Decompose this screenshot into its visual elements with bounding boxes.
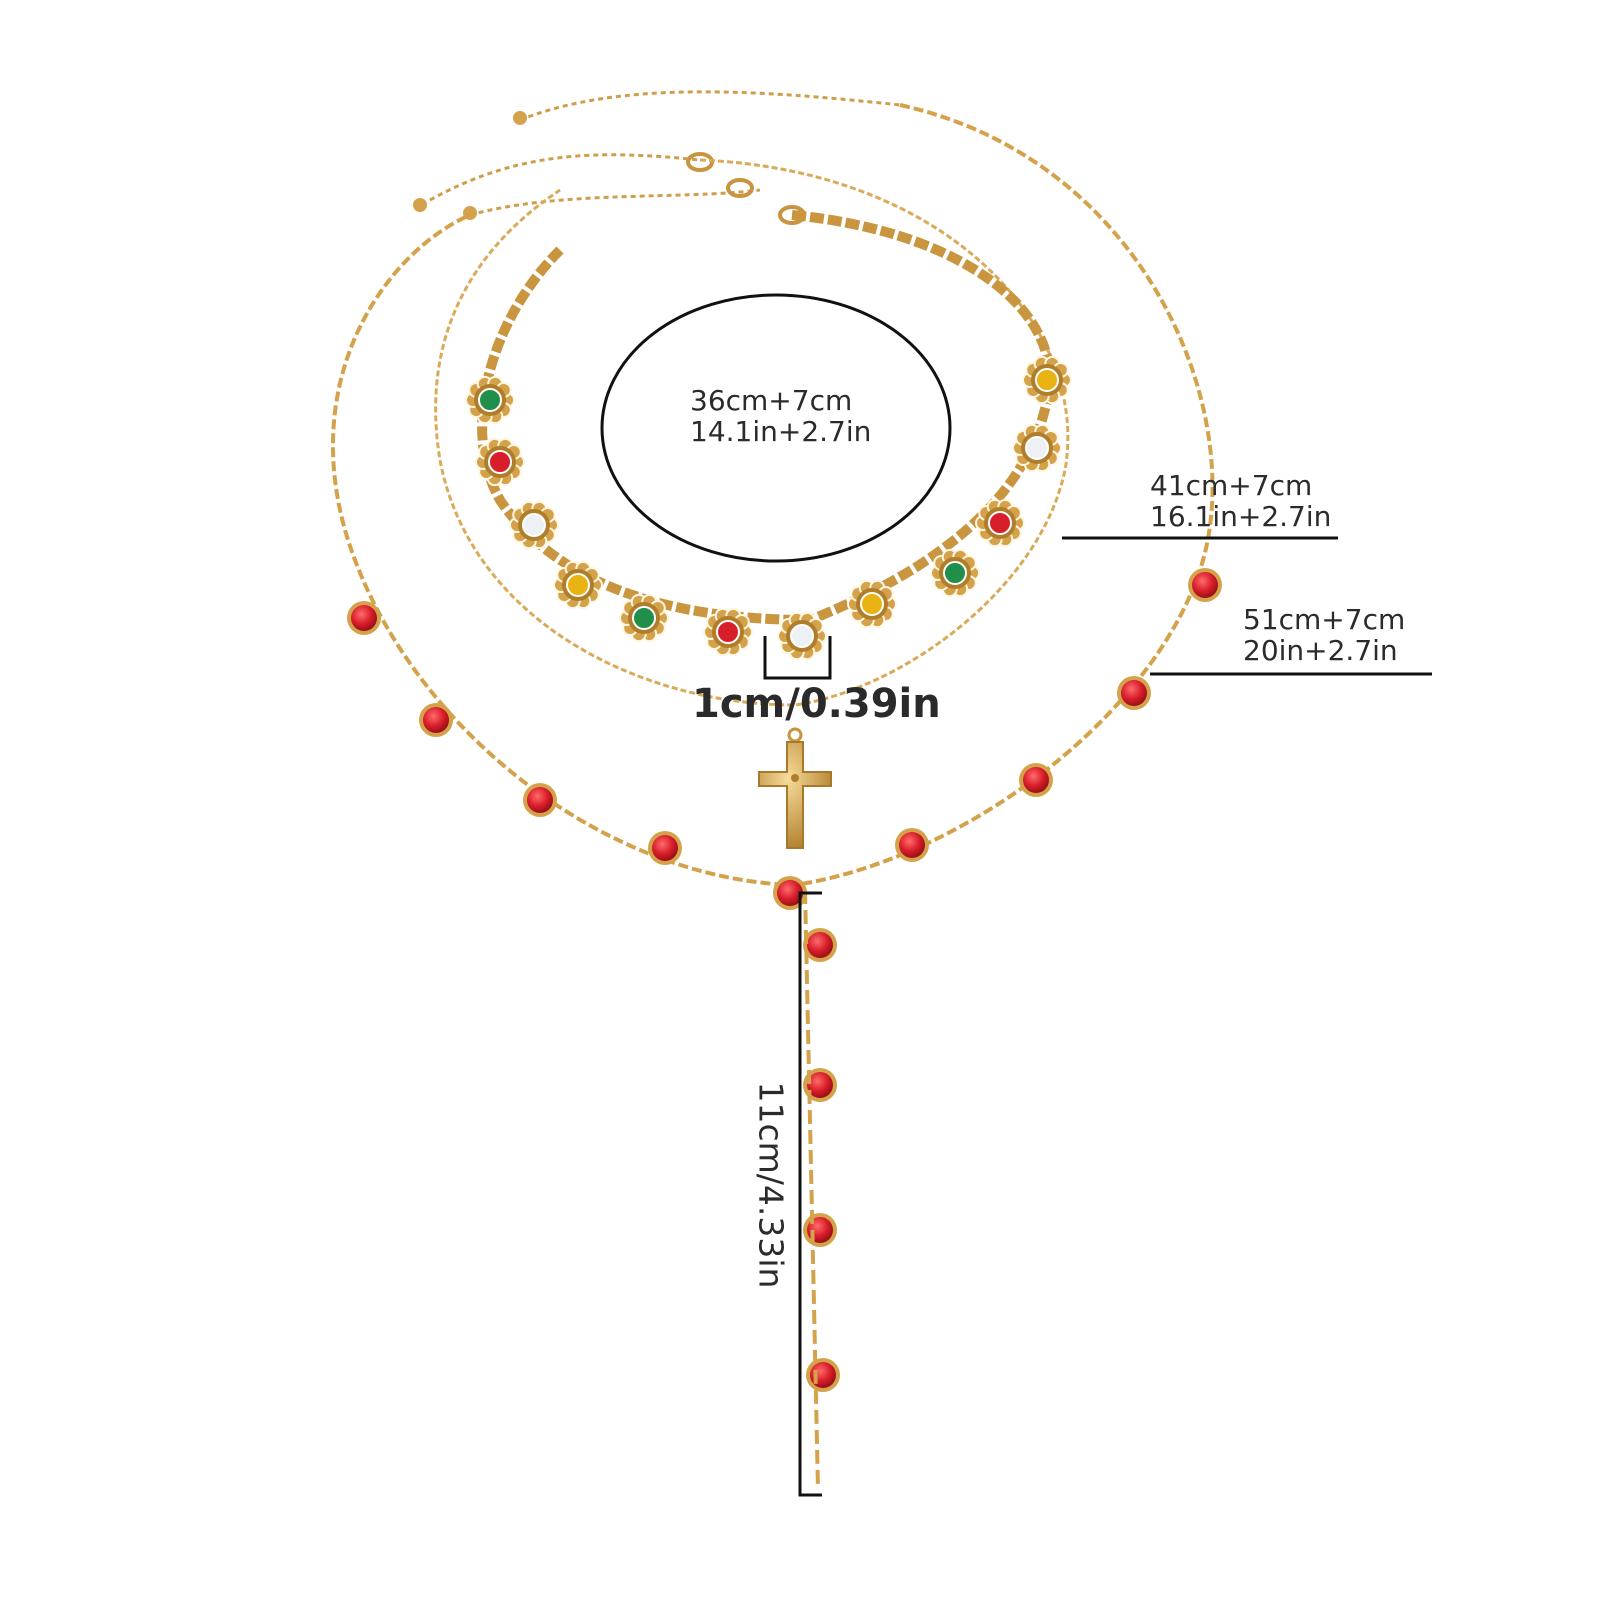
red-bead [523, 783, 557, 817]
red-bead [806, 1358, 840, 1392]
flower-size-bracket [763, 636, 832, 680]
tail-length-bracket [798, 891, 822, 1497]
lobster-clasp-icon [413, 111, 806, 225]
choker-flower [509, 500, 559, 550]
red-bead [803, 928, 837, 962]
flower-size-label: 1cm/0.39in [692, 681, 941, 727]
choker-flower [930, 548, 980, 598]
inner-size-circle [600, 293, 952, 563]
choker-flower [975, 498, 1025, 548]
inner-necklace-size-label: 36cm+7cm 14.1in+2.7in [690, 384, 872, 449]
choker-flower [475, 437, 525, 487]
outer-necklace-chain [330, 103, 1215, 888]
red-bead [419, 703, 453, 737]
red-bead [895, 828, 929, 862]
choker-flower [777, 611, 827, 661]
choker-flower [553, 560, 603, 610]
tail-length-label: 11cm/4.33in [751, 1081, 791, 1289]
y-drop-chain [803, 889, 820, 1491]
measurement-lines [600, 293, 1432, 1497]
red-bead [347, 601, 381, 635]
extender-chain-inner [469, 188, 761, 217]
crucifix-pendant-icon [758, 727, 832, 849]
red-bead [1117, 676, 1151, 710]
choker-flower [847, 579, 897, 629]
choker-flower [1022, 355, 1072, 405]
choker-flowers [465, 355, 1072, 661]
choker-flower [703, 607, 753, 657]
red-bead [1019, 763, 1053, 797]
red-bead [1188, 568, 1222, 602]
outer-red-beads [347, 568, 1222, 1392]
red-bead [648, 831, 682, 865]
choker-flower [619, 593, 669, 643]
extender-chain-outer [519, 90, 901, 122]
extender-chain-middle [429, 153, 701, 202]
middle-necklace-size-label: 41cm+7cm 16.1in+2.7in [1150, 469, 1332, 534]
choker-flower [1012, 423, 1062, 473]
red-bead [803, 1213, 837, 1247]
outer-necklace-size-label: 51cm+7cm 20in+2.7in [1243, 603, 1406, 668]
extender-chains [429, 90, 901, 217]
red-bead [803, 1068, 837, 1102]
choker-flower [465, 375, 515, 425]
